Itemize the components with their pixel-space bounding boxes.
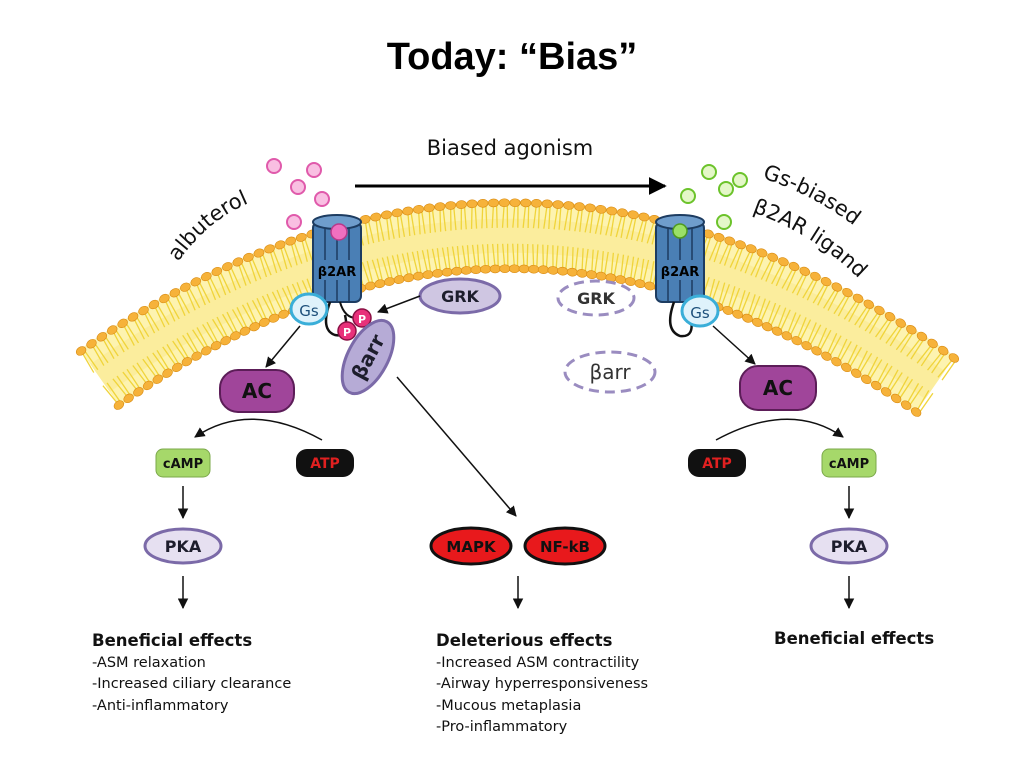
grk-right-inactive: GRK [556,279,636,317]
svg-text:ATP: ATP [702,456,732,472]
effect-item: -Increased ciliary clearance [92,676,292,692]
svg-text:Gs: Gs [690,304,710,322]
svg-text:P: P [343,326,351,339]
albuterol-label: albuterol [163,186,251,265]
svg-text:GRK: GRK [441,287,479,306]
atp-to-camp-arrow-right [715,418,844,441]
svg-text:PKA: PKA [831,537,868,556]
effect-item: -Mucous metaplasia [436,697,582,714]
albuterol-molecules [266,158,330,230]
atp-right: ATP [688,449,746,477]
atp-to-camp-arrow-left [194,418,323,441]
biased-agonism-label: Biased agonism [427,136,594,160]
effect-item: -Airway hyperresponsiveness [436,676,649,692]
gs-protein-right: Gs [680,294,720,328]
svg-text:AC: AC [763,376,793,400]
nf-kb: NF-kB [523,526,607,566]
b2ar-receptor-right: β2AR [655,214,705,303]
cell-membrane [75,198,960,417]
camp-left: cAMP [155,448,211,478]
camp-right: cAMP [821,448,877,478]
grk-left: GRK [418,277,502,315]
deleterious-effects: Deleterious effects -Increased ASM contr… [436,630,648,739]
svg-text:GRK: GRK [577,289,615,308]
svg-text:ATP: ATP [310,456,340,472]
svg-text:P: P [358,313,366,326]
adenylyl-cyclase-left: AC [219,369,295,413]
mapk: MAPK [429,526,513,566]
pka-left: PKA [143,527,223,565]
b2ar-label-left: β2AR [318,265,356,280]
receptor-tail-right [668,301,693,338]
effect-item: -Anti-inflammatory [92,697,229,714]
effect-item: -ASM relaxation [92,654,206,671]
b2ar-receptor-left: β2AR [312,214,362,303]
slide-title: Today: “Bias” [386,36,638,78]
barr-to-mapk-arrow [396,376,517,517]
effects-heading: Beneficial effects [774,629,935,648]
effect-item: -Increased ASM contractility [436,654,640,671]
grk-to-receptor-arrow [377,295,421,314]
pka-right: PKA [809,527,889,565]
effect-item: -Pro-inflammatory [436,719,568,735]
beta-arrestin-right-inactive: βarr [563,350,657,394]
beneficial-effects-left: Beneficial effects -ASM relaxation -Incr… [92,630,291,717]
svg-text:NF-kB: NF-kB [540,538,590,556]
b2ar-label-right: β2AR [661,265,699,280]
gs-to-ac-arrow-right [712,325,756,365]
effects-heading: Deleterious effects [436,631,613,650]
gs-to-ac-arrow-left [265,325,301,368]
adenylyl-cyclase-right: AC [739,365,817,411]
svg-text:MAPK: MAPK [446,538,497,556]
phosphate-groups: P P [337,308,372,341]
svg-text:Gs: Gs [299,302,319,320]
effects-heading: Beneficial effects [92,631,253,650]
atp-left: ATP [296,449,354,477]
svg-text:AC: AC [242,379,272,403]
svg-text:βarr: βarr [589,360,631,384]
svg-text:PKA: PKA [165,537,202,556]
svg-text:cAMP: cAMP [163,457,203,472]
gs-protein-left: Gs [289,292,329,326]
svg-text:cAMP: cAMP [829,457,869,472]
gs-biased-ligand-molecules [680,164,748,230]
beneficial-effects-right: Beneficial effects [774,628,934,651]
